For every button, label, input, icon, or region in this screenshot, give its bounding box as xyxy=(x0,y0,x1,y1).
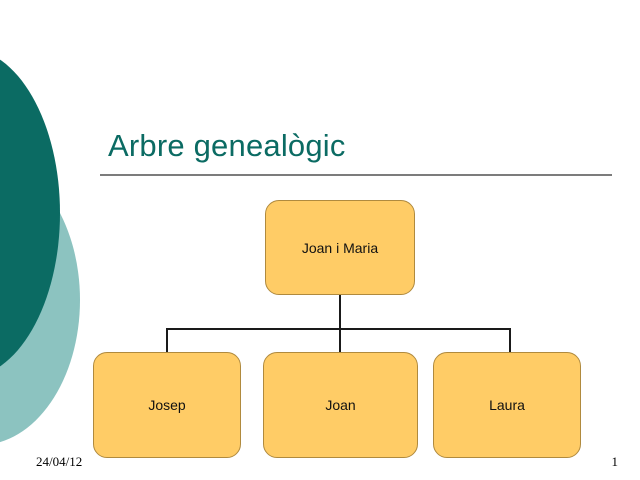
footer-date: 24/04/12 xyxy=(36,454,83,469)
chart-node-laura[interactable]: Laura xyxy=(433,352,581,458)
connector-drop-joan xyxy=(339,328,341,353)
title-underline-rule xyxy=(100,174,612,176)
connector-drop-laura xyxy=(509,328,511,353)
page-title: Arbre genealògic xyxy=(108,128,346,163)
chart-node-label: Josep xyxy=(148,397,186,413)
chart-node-label: Joan xyxy=(325,397,356,413)
chart-node-root[interactable]: Joan i Maria xyxy=(265,200,415,295)
connector-drop-josep xyxy=(166,328,168,353)
footer-page-number: 1 xyxy=(611,454,619,469)
chart-node-josep[interactable]: Josep xyxy=(93,352,241,458)
chart-node-label: Laura xyxy=(489,397,525,413)
chart-node-label: Joan i Maria xyxy=(301,239,379,256)
chart-node-joan[interactable]: Joan xyxy=(263,352,418,458)
connector-horizontal-bus xyxy=(166,328,511,330)
connector-root-stem xyxy=(339,295,341,329)
